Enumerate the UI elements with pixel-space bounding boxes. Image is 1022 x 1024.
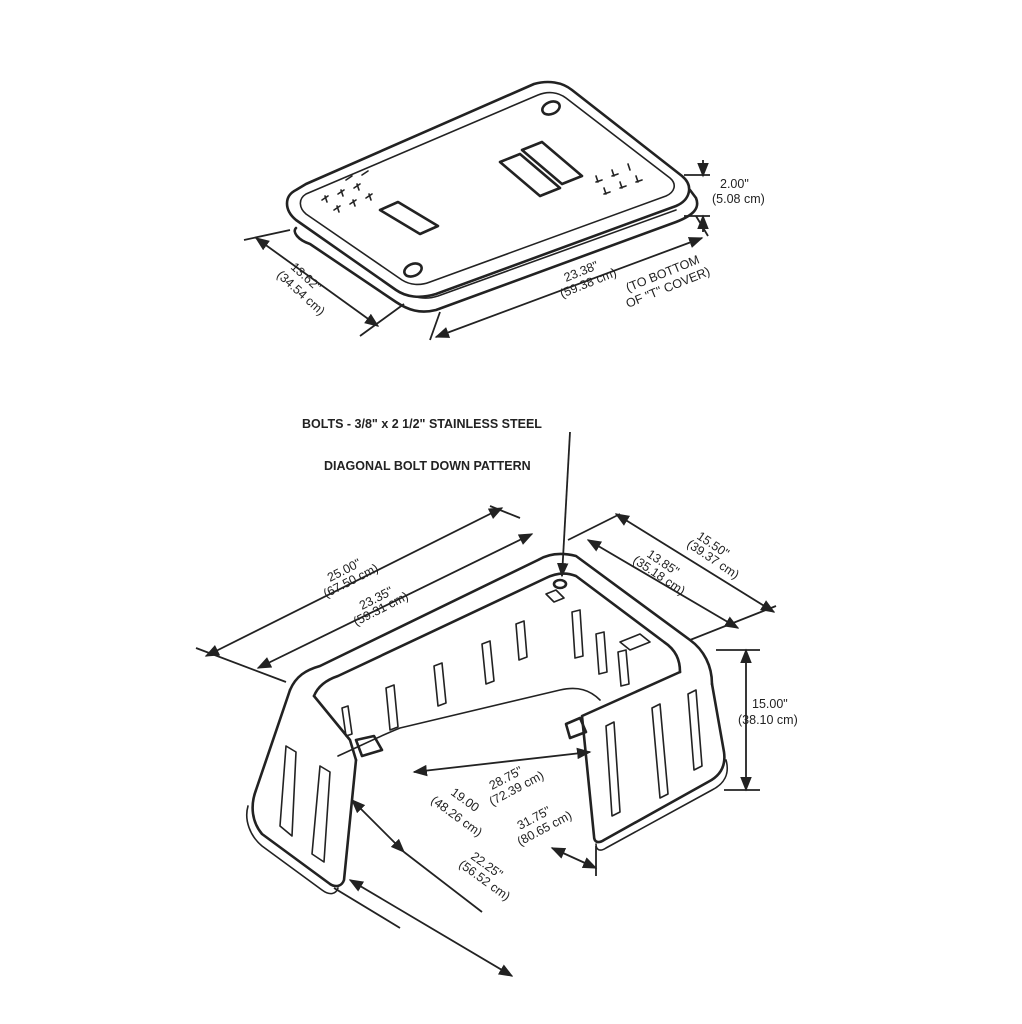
box-drawing	[246, 552, 728, 895]
box-top-rim-outer	[288, 552, 714, 692]
box-left-wall	[251, 688, 358, 888]
lid-width-dimension	[243, 229, 405, 337]
pattern-callout: DIAGONAL BOLT DOWN PATTERN	[324, 459, 531, 473]
box-top-inner-length-dim	[256, 533, 534, 669]
lid-base-rim	[293, 188, 699, 313]
lid-slot-left	[378, 200, 440, 236]
lid-height-in: 2.00"	[720, 177, 749, 191]
box-top-inner-width-dim	[586, 539, 740, 629]
lid-bolt-hole-top	[541, 100, 561, 116]
box-right-rib-2	[651, 703, 669, 799]
box-right-wall	[580, 670, 726, 844]
box-height-in: 15.00"	[752, 697, 788, 711]
lid-slot-right-2	[520, 140, 584, 186]
box-height-dim	[716, 648, 760, 792]
box-right-rib-1	[605, 721, 621, 817]
box-height-cm: (38.10 cm)	[738, 713, 798, 727]
box-bolt-hole	[552, 578, 568, 590]
box-bottom-outer-length-dim	[550, 846, 598, 876]
lid-height-cm: (5.08 cm)	[712, 192, 765, 206]
box-bottom-outer-width-dim	[333, 879, 514, 977]
lid-slot-right-1	[498, 152, 562, 198]
box-left-wall-inner	[312, 694, 358, 762]
lid-length-dimension	[429, 215, 709, 341]
box-top-rim-inner	[312, 572, 682, 698]
lid-marks-left	[321, 170, 373, 213]
box-inner-ribs	[341, 589, 651, 737]
bolts-callout: BOLTS - 3/8" x 2 1/2" STAINLESS STEEL	[302, 417, 542, 431]
lid-inner-border	[299, 91, 675, 286]
lid-marks-right	[595, 163, 643, 195]
box-top-outer-length-dim	[195, 505, 521, 683]
box-right-skirt	[595, 759, 728, 851]
box-left-rib-2	[311, 765, 331, 863]
box-right-flange	[564, 716, 588, 740]
box-right-rib-3	[687, 689, 703, 771]
box-left-rib-1	[279, 745, 297, 837]
box-bottom-inner-length-dim	[412, 747, 592, 777]
callout-leader	[556, 431, 571, 578]
lid-bolt-hole-bottom	[403, 262, 423, 278]
lid-drawing: 2.00" (5.08 cm) 23.38" (59.38 cm) (TO BO…	[243, 80, 765, 341]
box-left-flange	[354, 734, 384, 758]
lid-top-surface	[285, 80, 691, 299]
box-floor-edge	[337, 687, 601, 757]
box-left-skirt	[246, 805, 339, 895]
